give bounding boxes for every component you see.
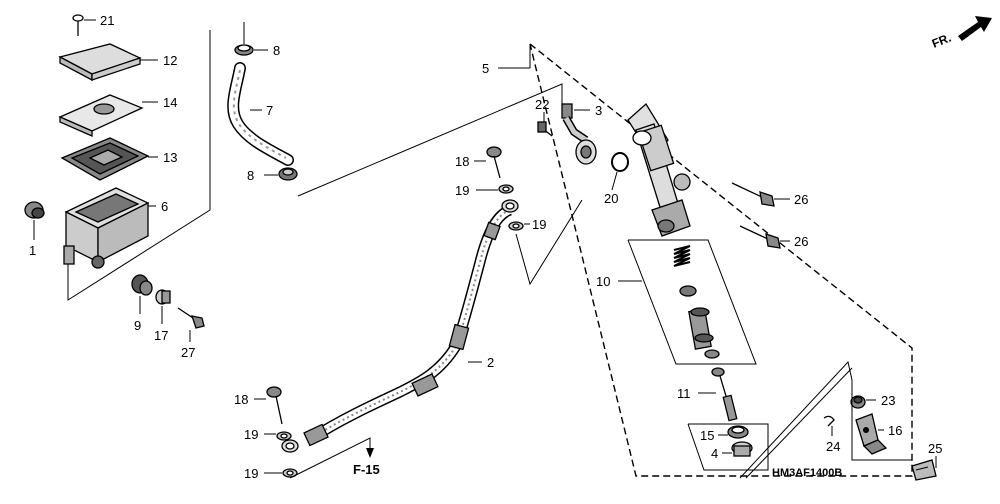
label-18-bottom: 18 bbox=[234, 392, 248, 407]
bolt-26-top bbox=[731, 182, 775, 207]
grommet-9 bbox=[131, 274, 153, 296]
label-5: 5 bbox=[482, 61, 489, 76]
label-14: 14 bbox=[163, 95, 177, 110]
label-7: 7 bbox=[266, 103, 273, 118]
cotter-pin-24 bbox=[823, 415, 835, 427]
label-9: 9 bbox=[134, 318, 141, 333]
label-12: 12 bbox=[163, 53, 177, 68]
piston-cup bbox=[679, 285, 697, 297]
bolt-18-bottom bbox=[266, 386, 283, 425]
label-4: 4 bbox=[711, 446, 718, 461]
washer-19-top-2 bbox=[508, 221, 524, 231]
reservoir-group: 21 12 14 13 bbox=[24, 13, 211, 301]
reference-f15: F-15 bbox=[353, 462, 380, 477]
bolt-27 bbox=[177, 307, 205, 329]
label-25: 25 bbox=[928, 441, 942, 456]
brake-hose-2 bbox=[281, 199, 519, 453]
label-2: 2 bbox=[487, 355, 494, 370]
label-8-top: 8 bbox=[273, 43, 280, 58]
arrow-icon bbox=[958, 16, 992, 41]
label-19-top-2: 19 bbox=[532, 217, 546, 232]
clip-8-bottom bbox=[278, 167, 298, 181]
reservoir-body-6 bbox=[63, 187, 150, 269]
pivot-16 bbox=[855, 413, 888, 455]
piston-washer bbox=[704, 349, 720, 359]
collar-17 bbox=[155, 289, 171, 305]
label-19-bottom-1: 19 bbox=[244, 427, 258, 442]
screw-22 bbox=[537, 121, 553, 137]
push-rod-11 bbox=[711, 367, 738, 422]
label-17: 17 bbox=[154, 328, 168, 343]
cap-25 bbox=[911, 459, 937, 481]
piston-kit-10-outline bbox=[627, 239, 757, 365]
label-19-bottom-2: 19 bbox=[244, 466, 258, 481]
label-15: 15 bbox=[700, 428, 714, 443]
joint-3 bbox=[561, 103, 597, 165]
direction-label: FR. bbox=[930, 31, 953, 51]
master-cylinder-body bbox=[627, 102, 691, 237]
label-16: 16 bbox=[888, 423, 902, 438]
clip-8-top bbox=[234, 44, 254, 56]
joint-4 bbox=[731, 441, 753, 457]
reservoir-cap-12 bbox=[58, 43, 142, 82]
hose-7 bbox=[227, 62, 294, 166]
label-8-bottom: 8 bbox=[247, 168, 254, 183]
washer-19-bottom-1 bbox=[276, 431, 292, 441]
label-18-top: 18 bbox=[455, 154, 469, 169]
label-23: 23 bbox=[881, 393, 895, 408]
label-22: 22 bbox=[535, 97, 549, 112]
screw-21 bbox=[72, 14, 84, 36]
front-direction-arrow: FR. bbox=[930, 16, 992, 51]
assembly-5-outline bbox=[529, 43, 913, 477]
piston bbox=[688, 307, 714, 350]
o-ring-20 bbox=[611, 152, 629, 172]
label-26-top: 26 bbox=[794, 192, 808, 207]
nut-23 bbox=[850, 395, 866, 409]
label-27: 27 bbox=[181, 345, 195, 360]
plate-14 bbox=[58, 94, 144, 137]
nut-1 bbox=[24, 201, 45, 219]
boot-15 bbox=[727, 425, 749, 439]
bolt-26-bottom bbox=[739, 225, 781, 249]
label-26-bottom: 26 bbox=[794, 234, 808, 249]
label-24: 24 bbox=[826, 439, 840, 454]
piston-spring bbox=[673, 245, 691, 267]
label-10: 10 bbox=[596, 274, 610, 289]
bolt-18-top bbox=[486, 146, 502, 179]
label-6: 6 bbox=[161, 199, 168, 214]
label-21: 21 bbox=[100, 13, 114, 28]
diagram-code: HM3AF1400B bbox=[772, 467, 842, 479]
diaphragm-13 bbox=[60, 137, 150, 181]
label-1: 1 bbox=[29, 243, 36, 258]
label-19-top-1: 19 bbox=[455, 183, 469, 198]
label-20: 20 bbox=[604, 191, 618, 206]
label-11: 11 bbox=[677, 386, 691, 401]
label-13: 13 bbox=[163, 150, 177, 165]
washer-19-bottom-2 bbox=[282, 468, 298, 478]
washer-19-top-1 bbox=[498, 184, 514, 194]
label-3: 3 bbox=[595, 103, 602, 118]
